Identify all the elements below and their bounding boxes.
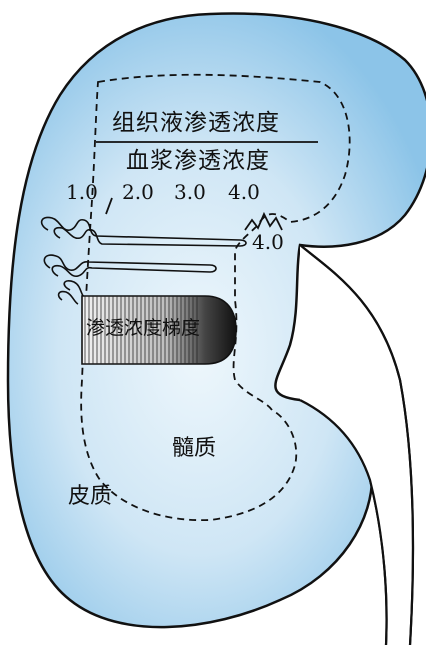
papilla-notch [244,211,283,231]
medulla-label: 髓质 [172,436,217,461]
cortex-medulla-boundary [80,73,351,522]
scale-tick-4: 4.0 [228,180,260,204]
gradient-label: 渗透浓度梯度 [86,317,201,339]
denominator-label: 血浆渗透浓度 [126,148,270,174]
nephron-loop-icon [43,254,217,305]
nephron-loop-icon [40,216,247,247]
scale-tick-2: 2.0 [122,180,154,204]
scale-tick-1: 1.0 [66,180,98,204]
papilla-value: 4.0 [252,230,284,254]
gradient-bar-icon [81,295,237,365]
numerator-label: 组织液渗透浓度 [112,110,280,136]
cortex-label: 皮质 [68,484,113,509]
scale-tick-3: 3.0 [174,180,206,204]
